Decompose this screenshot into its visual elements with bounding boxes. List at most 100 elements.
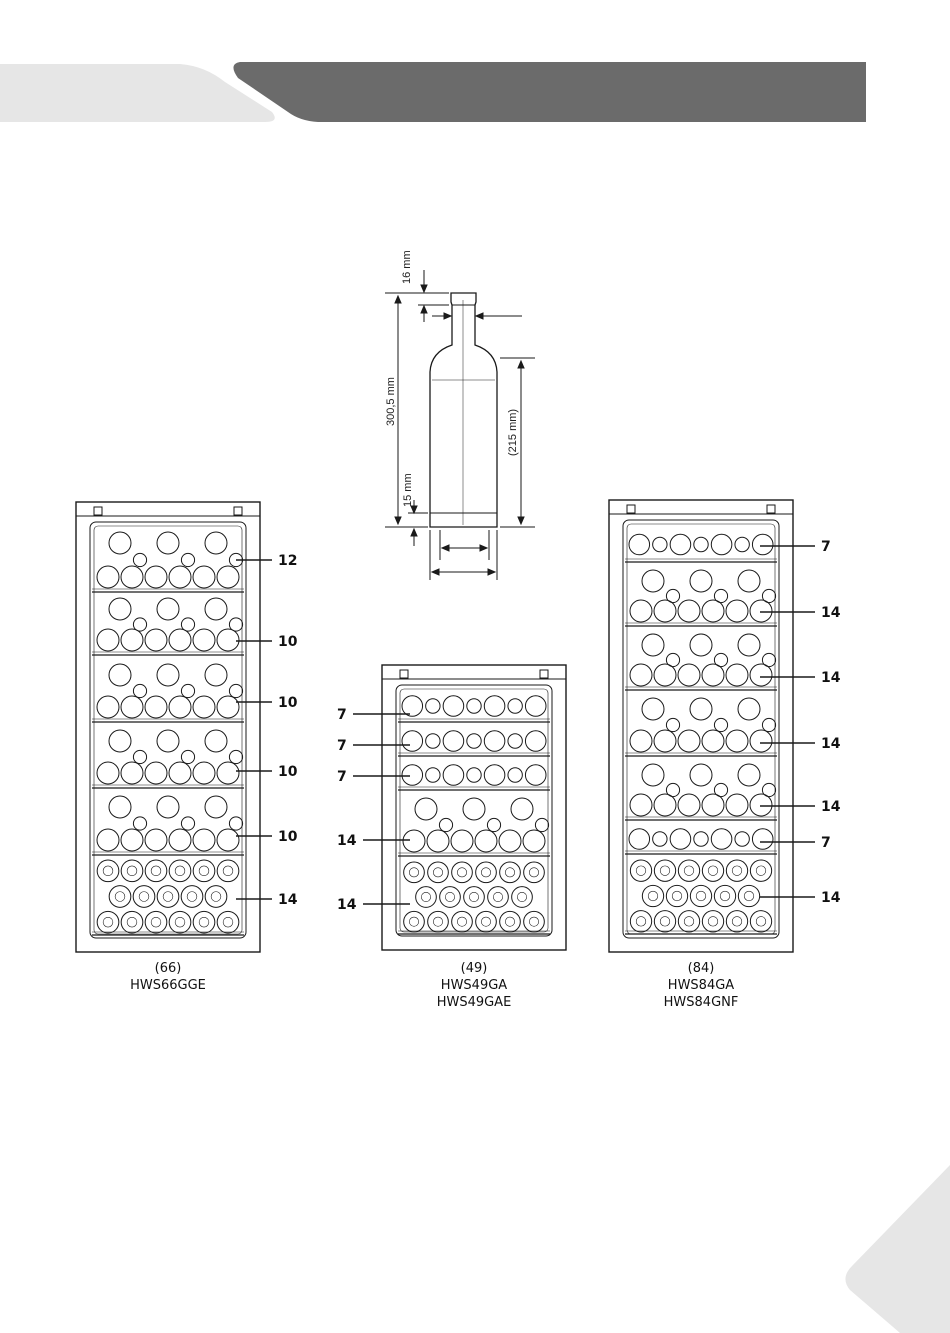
bottle-mark bbox=[97, 629, 119, 651]
bottle-mark-inner bbox=[756, 866, 766, 876]
bottle-mark bbox=[443, 765, 464, 786]
bottle-mark bbox=[217, 911, 239, 933]
fridge-model-name: HWS84GNF bbox=[664, 995, 739, 1010]
bottle-mark bbox=[157, 730, 179, 752]
bottle-mark bbox=[750, 794, 772, 816]
bottle-mark bbox=[181, 684, 194, 697]
bottle-mark bbox=[133, 684, 146, 697]
bottle-mark bbox=[511, 798, 533, 820]
bottle-mark bbox=[133, 553, 146, 566]
bottle-mark-inner bbox=[175, 866, 185, 876]
bottle-mark bbox=[133, 618, 146, 631]
bottle-mark bbox=[670, 829, 691, 850]
fridge-hinge bbox=[234, 507, 242, 515]
bottle-mark bbox=[666, 653, 679, 666]
bottle-mark-inner bbox=[684, 866, 694, 876]
shelf-count-label: 14 bbox=[821, 799, 841, 815]
fridge-cabinet bbox=[76, 502, 260, 952]
bottle-mark bbox=[476, 862, 497, 883]
bottle-mark bbox=[439, 818, 452, 831]
bottle-mark bbox=[97, 860, 119, 882]
shelf-3 bbox=[92, 664, 244, 722]
shelf-3 bbox=[398, 765, 550, 790]
shelf-4 bbox=[398, 798, 550, 856]
bottle-mark bbox=[464, 887, 485, 908]
bottle-mark bbox=[750, 730, 772, 752]
bottle-mark bbox=[193, 762, 215, 784]
bottle-mark bbox=[217, 829, 239, 851]
bottle-mark bbox=[487, 818, 500, 831]
bottle-mark bbox=[524, 911, 545, 932]
bottle-mark bbox=[535, 818, 548, 831]
bottle-mark bbox=[523, 830, 545, 852]
bottle-mark bbox=[702, 664, 724, 686]
bottle-mark bbox=[476, 911, 497, 932]
bottle-mark bbox=[508, 734, 522, 748]
bottle-mark bbox=[750, 664, 772, 686]
bottle-mark bbox=[440, 887, 461, 908]
bottle-mark bbox=[169, 566, 191, 588]
bottle-mark bbox=[181, 618, 194, 631]
bottle-mark bbox=[654, 730, 676, 752]
bottle-mark bbox=[217, 762, 239, 784]
bottle-mark bbox=[121, 860, 143, 882]
bottle-mark bbox=[428, 862, 449, 883]
bottle-mark bbox=[157, 598, 179, 620]
bottle-mark bbox=[404, 911, 425, 932]
fridge-hinge bbox=[540, 670, 548, 678]
bottle-mark bbox=[169, 696, 191, 718]
bottle-mark bbox=[193, 860, 215, 882]
bottle-mark bbox=[121, 566, 143, 588]
bottle-mark bbox=[726, 860, 747, 881]
bottle-mark bbox=[714, 718, 727, 731]
shelf-1 bbox=[92, 532, 244, 592]
bottle-mark bbox=[109, 886, 131, 908]
bottle-mark bbox=[205, 532, 227, 554]
bottle-mark bbox=[467, 699, 481, 713]
bottle-mark bbox=[193, 911, 215, 933]
bottle-mark bbox=[726, 600, 748, 622]
bottle-mark bbox=[205, 730, 227, 752]
header-banner bbox=[233, 62, 866, 122]
shelf-count-label: 14 bbox=[821, 736, 841, 752]
bottle-mark bbox=[694, 832, 708, 846]
bottle-mark-inner bbox=[409, 868, 418, 877]
bottle-mark bbox=[169, 629, 191, 651]
bottle-mark bbox=[121, 762, 143, 784]
fridge-hws66 bbox=[76, 502, 260, 952]
bottle-mark bbox=[426, 699, 440, 713]
fridge-interior bbox=[396, 685, 552, 936]
bottle-mark bbox=[690, 634, 712, 656]
bottle-mark bbox=[229, 817, 242, 830]
bottle-mark-inner bbox=[517, 892, 526, 901]
bottle-mark-inner bbox=[529, 868, 538, 877]
bottle-mark bbox=[642, 885, 663, 906]
bottle-mark bbox=[702, 730, 724, 752]
bottle-mark bbox=[630, 911, 651, 932]
bottle-mark bbox=[711, 829, 732, 850]
bottle-mark bbox=[109, 598, 131, 620]
fridge-diagrams bbox=[76, 500, 793, 952]
bottle-mark bbox=[217, 860, 239, 882]
bottle-mark bbox=[121, 629, 143, 651]
shelf-count-label: 14 bbox=[337, 833, 357, 849]
bottle-mark bbox=[145, 762, 167, 784]
shelf-count-label: 14 bbox=[821, 890, 841, 906]
bottle-mark bbox=[500, 911, 521, 932]
bottle-mark bbox=[525, 731, 546, 752]
fridge-capacity: (84) bbox=[688, 961, 715, 976]
bottle-mark-inner bbox=[493, 892, 502, 901]
bottle-mark-inner bbox=[187, 892, 197, 902]
bottle-mark bbox=[666, 783, 679, 796]
bottle-mark bbox=[711, 534, 732, 555]
bottle-mark bbox=[169, 911, 191, 933]
dim-base-height: 15 mm bbox=[402, 473, 414, 507]
bottle-mark-inner bbox=[708, 917, 718, 927]
bottle-mark bbox=[752, 534, 773, 555]
shelf-2 bbox=[92, 598, 244, 655]
bottle-mark bbox=[726, 794, 748, 816]
bottle-mark bbox=[157, 532, 179, 554]
bottle-mark bbox=[145, 566, 167, 588]
bottle-mark bbox=[181, 817, 194, 830]
bottle-mark bbox=[714, 885, 735, 906]
